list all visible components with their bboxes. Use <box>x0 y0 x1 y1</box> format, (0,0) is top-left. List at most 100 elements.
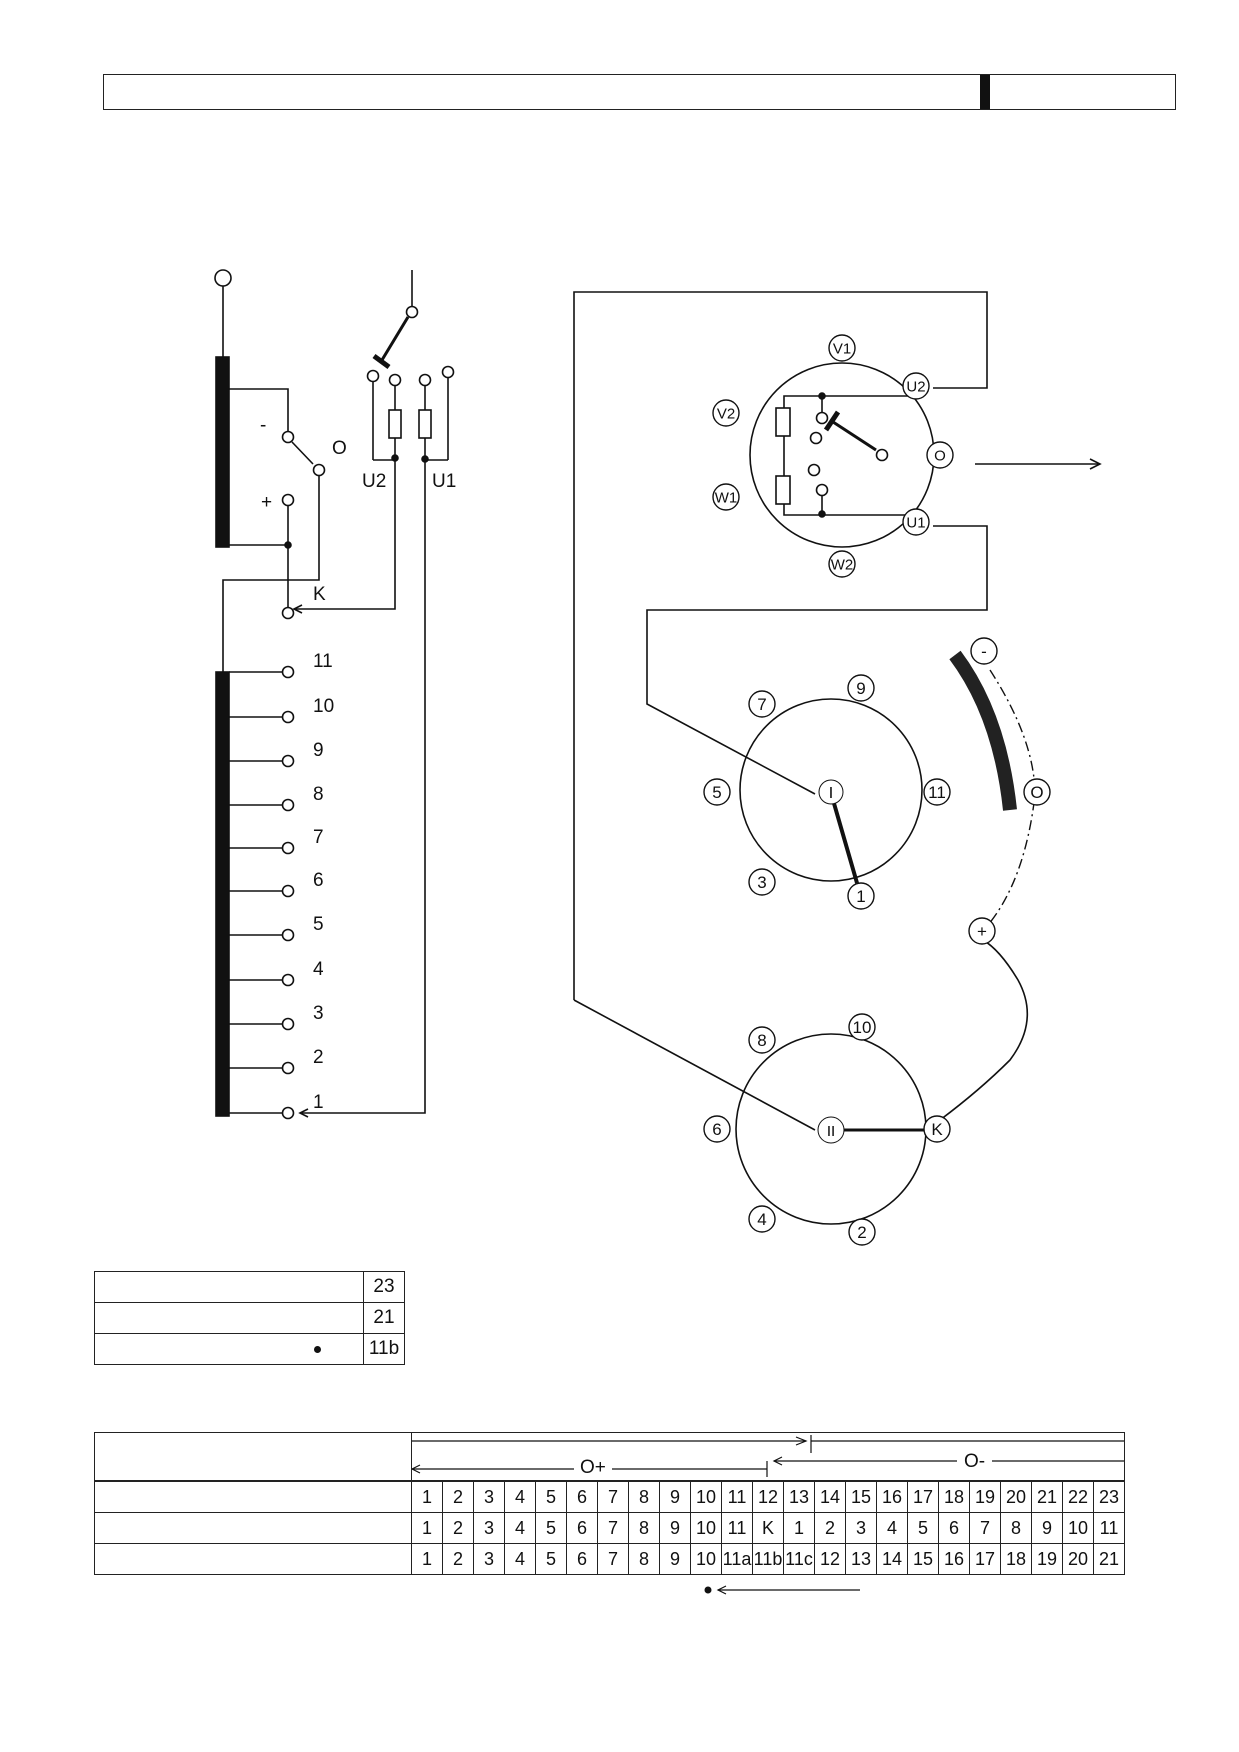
tap-number-label: 10 <box>313 696 334 717</box>
terminal-circle <box>902 508 930 536</box>
selector-one-center-label: I <box>829 785 833 802</box>
terminal-circle <box>847 674 875 702</box>
position-cell: 6 <box>566 1543 598 1575</box>
terminal-circle <box>923 778 951 806</box>
position-cell: 9 <box>659 1512 691 1544</box>
position-cell: 15 <box>907 1543 939 1575</box>
tap-number-label: 2 <box>313 1047 324 1068</box>
tap-winding-bar <box>215 671 230 1117</box>
terminal-label: 9 <box>856 679 865 698</box>
tap-terminal <box>281 928 295 942</box>
small-table-label-cell <box>94 1333 364 1365</box>
position-cell: 10 <box>1062 1512 1094 1544</box>
tap-number-label: 3 <box>313 1003 324 1024</box>
terminal-label: W1 <box>715 489 738 506</box>
selector-two-center-label: II <box>827 1123 835 1140</box>
terminal-label: 7 <box>757 695 766 714</box>
plus-label: + <box>261 492 272 513</box>
position-cell: 14 <box>876 1543 908 1575</box>
position-cell: 7 <box>597 1543 629 1575</box>
u2-label: U2 <box>362 471 386 492</box>
position-cell: 19 <box>969 1480 1001 1513</box>
position-cell: 5 <box>535 1543 567 1575</box>
small-table-row: 11b <box>94 1333 405 1365</box>
position-row-header <box>94 1543 412 1575</box>
position-cell: 7 <box>597 1480 629 1513</box>
position-cell: 1 <box>411 1480 443 1513</box>
tap-terminal <box>281 1017 295 1031</box>
tap-number-label: 5 <box>313 914 324 935</box>
top-terminal <box>214 269 232 287</box>
terminal-label: O <box>934 447 946 464</box>
position-cell: 4 <box>876 1512 908 1544</box>
tap-number-label: 8 <box>313 784 324 805</box>
position-cell: 16 <box>938 1543 970 1575</box>
position-cell: 20 <box>1000 1480 1032 1513</box>
small-table-value: 11b <box>363 1333 405 1365</box>
tap-terminal <box>281 1061 295 1075</box>
o-minus-label: O- <box>964 1451 985 1472</box>
position-cell: K <box>752 1512 784 1544</box>
position-cell: 11a <box>721 1543 753 1575</box>
terminal-circle <box>902 372 930 400</box>
terminal-label: 3 <box>757 873 766 892</box>
position-cell: 3 <box>845 1512 877 1544</box>
selector-one-circle <box>739 698 923 882</box>
position-cell: 11 <box>1093 1512 1125 1544</box>
position-cell: 7 <box>597 1512 629 1544</box>
terminal-circle <box>923 1115 951 1143</box>
position-cell: 4 <box>504 1512 536 1544</box>
position-cell: 2 <box>442 1512 474 1544</box>
terminal-circle <box>748 868 776 896</box>
position-cell: 12 <box>814 1543 846 1575</box>
tap-terminal <box>281 884 295 898</box>
terminal-circle <box>828 550 856 578</box>
position-cell: 14 <box>814 1480 846 1513</box>
resistor-u2 <box>388 409 402 439</box>
position-cell: 11 <box>721 1480 753 1513</box>
small-table-label-cell <box>94 1302 364 1334</box>
position-cell: 6 <box>566 1512 598 1544</box>
position-cell: 5 <box>535 1480 567 1513</box>
position-cell: 17 <box>907 1480 939 1513</box>
selector-two-center <box>817 1116 845 1144</box>
small-table: 23 21 11b <box>94 1271 405 1365</box>
minus-label: - <box>260 415 266 436</box>
terminal-label: U1 <box>906 514 925 531</box>
position-cell: 8 <box>628 1543 660 1575</box>
position-cell: 12 <box>752 1480 784 1513</box>
terminal-circle <box>828 334 856 362</box>
terminal-label: 2 <box>857 1223 866 1242</box>
tap-number-label: 9 <box>313 740 324 761</box>
marker-dot <box>314 1346 321 1353</box>
k-terminal <box>281 606 295 620</box>
tap-number-label: 6 <box>313 870 324 891</box>
position-cell: 15 <box>845 1480 877 1513</box>
terminal-label: O <box>1030 783 1043 802</box>
position-cell: 13 <box>845 1543 877 1575</box>
position-cell: 21 <box>1093 1543 1125 1575</box>
tap-terminal <box>281 973 295 987</box>
position-cell: 3 <box>473 1512 505 1544</box>
position-cell: 6 <box>566 1480 598 1513</box>
terminal-label: 1 <box>856 887 865 906</box>
position-cell: 9 <box>1031 1512 1063 1544</box>
direction-cell: O+ O- <box>411 1432 1125 1482</box>
tap-number-label: 7 <box>313 827 324 848</box>
terminal-circle <box>968 917 996 945</box>
position-cell: 11c <box>783 1543 815 1575</box>
position-cell: 5 <box>907 1512 939 1544</box>
position-cell: 3 <box>473 1480 505 1513</box>
position-cell: 21 <box>1031 1480 1063 1513</box>
position-cell: 19 <box>1031 1543 1063 1575</box>
position-row-header <box>94 1480 412 1513</box>
terminal-label: K <box>931 1120 943 1139</box>
terminal-circle <box>848 1013 876 1041</box>
terminal-circle <box>848 1218 876 1246</box>
header-box <box>103 74 1176 110</box>
position-cell: 1 <box>783 1512 815 1544</box>
terminal-circle <box>847 882 875 910</box>
